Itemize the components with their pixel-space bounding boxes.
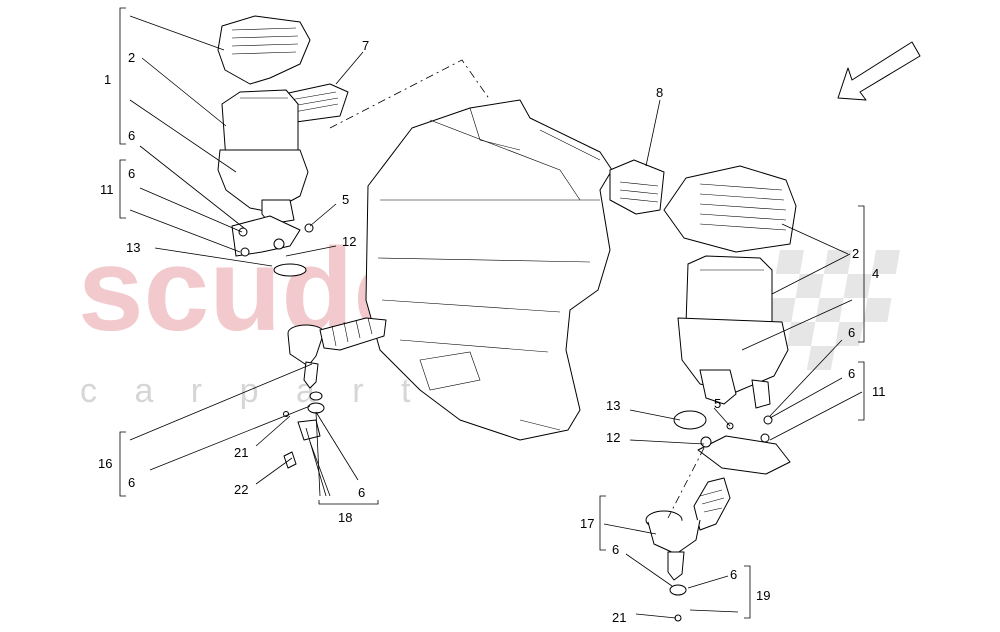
right-air-filter-assembly	[609, 159, 797, 622]
callout-1: 1	[104, 72, 111, 87]
callout-6-f: 6	[848, 366, 855, 381]
callout-11-left: 11	[100, 182, 114, 197]
callout-17: 17	[580, 516, 594, 531]
callout-12-left: 12	[342, 234, 356, 249]
checker-flag-icon	[767, 250, 900, 370]
callout-19: 19	[756, 588, 770, 603]
callout-6-e: 6	[848, 325, 855, 340]
assembly-line	[329, 59, 491, 129]
left-air-filter-assembly	[217, 15, 387, 469]
callout-2-left: 2	[128, 50, 135, 65]
callout-6-c: 6	[128, 475, 135, 490]
callouts: 1 2 6 7 11 6 5 13 12 16 6 21 22 6 18 8 2…	[98, 38, 886, 625]
callout-18: 18	[338, 510, 352, 525]
callout-12-right: 12	[606, 430, 620, 445]
callout-6-d: 6	[358, 485, 365, 500]
callout-21-left: 21	[234, 445, 248, 460]
callout-6-a: 6	[128, 128, 135, 143]
callout-22: 22	[234, 482, 248, 497]
watermark-sub: c a r p a r t s	[80, 372, 479, 410]
callout-6-b: 6	[128, 166, 135, 181]
callout-16: 16	[98, 456, 112, 471]
central-shroud	[365, 99, 613, 441]
callout-7: 7	[362, 38, 369, 53]
callout-2-right: 2	[852, 246, 859, 261]
callout-5-left: 5	[342, 192, 349, 207]
callout-13-left: 13	[126, 240, 140, 255]
callout-13-right: 13	[606, 398, 620, 413]
callout-5-right: 5	[714, 396, 721, 411]
callout-11-right: 11	[872, 384, 886, 399]
callout-21-right: 21	[612, 610, 626, 625]
callout-8: 8	[656, 85, 663, 100]
callout-6-h: 6	[730, 567, 737, 582]
callout-4: 4	[872, 266, 879, 281]
callout-6-g: 6	[612, 542, 619, 557]
direction-arrow-icon	[837, 41, 921, 101]
leader-lines	[119, 7, 865, 619]
